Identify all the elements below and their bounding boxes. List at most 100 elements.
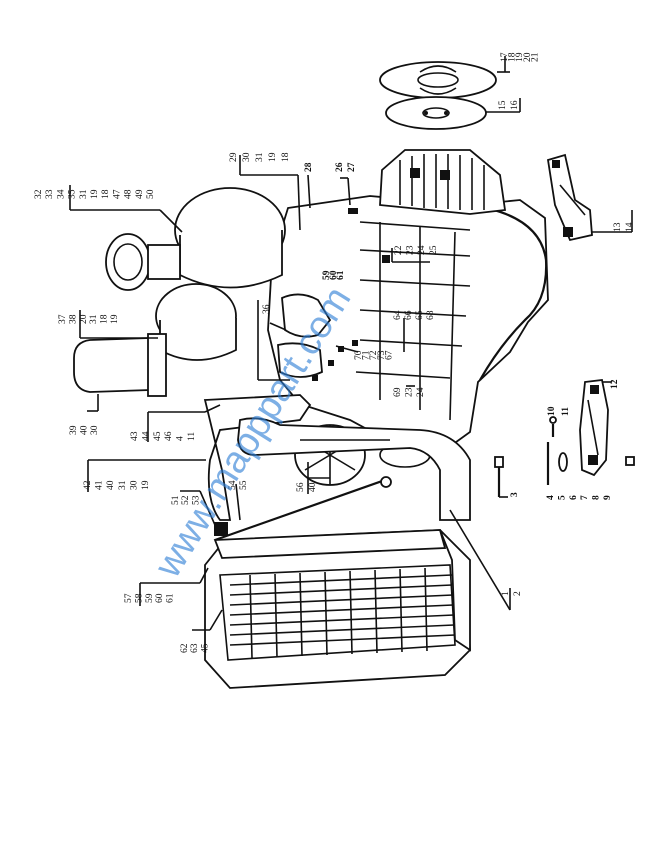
part-number-label: 42: [83, 480, 93, 490]
part-number-label: 65: [415, 310, 425, 320]
part-number-label: 19: [268, 152, 278, 162]
part-number-label: 4: [176, 436, 186, 441]
label-group-28: 28: [304, 162, 314, 172]
part-number-label: 26: [335, 162, 345, 172]
label-group-36: 36: [262, 304, 272, 314]
part-number-label: 9: [603, 495, 613, 500]
part-number-label: 18: [100, 314, 110, 324]
part-number-label: 60: [155, 593, 165, 603]
flywheel-housing: [379, 149, 507, 215]
part-number-label: 22: [394, 245, 404, 255]
part-number-label: 45: [200, 643, 210, 653]
part-number-label: 57: [124, 593, 134, 603]
engine-mount-bracket-lower: [579, 379, 609, 477]
part-number-label: 12: [610, 379, 620, 389]
part-number-label: 63: [190, 643, 200, 653]
part-number-label: 53: [191, 495, 201, 505]
engine-mount-bracket-upper: [546, 153, 593, 242]
part-number-label: 40: [308, 482, 318, 492]
part-number-label: 31: [79, 189, 89, 199]
part-number-label: 44: [141, 431, 151, 441]
part-number-label: 33: [45, 189, 55, 199]
part-number-label: 56: [296, 482, 306, 492]
part-number-label: 72: [369, 350, 379, 360]
part-number-label: 11: [187, 432, 197, 441]
part-number-label: 40: [79, 425, 89, 435]
fastener-parts: [494, 416, 635, 497]
part-number-label: 2: [513, 591, 523, 596]
part-number-label: 15: [498, 100, 508, 110]
part-number-label: 45: [153, 431, 163, 441]
part-number-label: 41: [95, 480, 105, 490]
part-number-label: 6: [569, 495, 579, 500]
part-number-label: 34: [56, 189, 66, 199]
air-intake-hose: [203, 394, 312, 521]
part-number-label: 61: [166, 593, 176, 603]
part-number-label: 19: [515, 52, 525, 62]
flywheel-disc-upper: [379, 61, 497, 99]
part-number-label: 54: [228, 480, 238, 490]
air-cleaner-upper: [174, 187, 286, 289]
part-number-label: 50: [146, 189, 156, 199]
part-number-label: 73: [377, 350, 387, 360]
part-number-label: 61: [336, 270, 346, 280]
part-number-label: 52: [181, 495, 191, 505]
part-number-label: 10: [547, 406, 557, 416]
part-number-label: 70: [354, 350, 364, 360]
part-number-label: 49: [135, 189, 145, 199]
part-number-label: 27: [347, 162, 357, 172]
part-number-label: 11: [561, 407, 571, 416]
part-number-label: 24: [417, 245, 427, 255]
precleaner-cap: [105, 233, 181, 291]
part-number-label: 43: [130, 431, 140, 441]
part-number-label: 4: [546, 495, 556, 500]
part-number-label: 47: [112, 189, 122, 199]
leader-lines: [69, 56, 633, 631]
air-cleaner-lower: [155, 283, 237, 361]
part-number-label: 31: [255, 152, 265, 162]
part-number-label: 23: [405, 387, 415, 397]
engine-drawing: [73, 61, 635, 689]
part-number-label: 18: [508, 52, 518, 62]
part-number-label: 7: [580, 495, 590, 500]
part-number-label: 40: [106, 480, 116, 490]
radiator: [204, 529, 471, 689]
part-number-label: 28: [304, 162, 314, 172]
part-number-label: 60: [329, 270, 339, 280]
part-number-label: 36: [262, 304, 272, 314]
part-number-label: 37: [58, 314, 68, 324]
part-number-label: 3: [510, 492, 520, 497]
part-number-label: 20: [523, 52, 533, 62]
part-number-label: 20: [79, 314, 89, 324]
part-number-label: 13: [613, 222, 623, 232]
part-number-label: 1: [501, 591, 511, 596]
engine-block: [267, 195, 549, 449]
part-number-label: 25: [429, 245, 439, 255]
part-number-label: 64: [393, 310, 403, 320]
part-number-label: 30: [90, 425, 100, 435]
part-number-label: 69: [393, 387, 403, 397]
part-number-label: 19: [110, 314, 120, 324]
part-number-label: 14: [625, 222, 635, 232]
part-number-label: 62: [180, 643, 190, 653]
part-number-label: 23: [406, 245, 416, 255]
label-group-12: 12: [610, 379, 620, 389]
